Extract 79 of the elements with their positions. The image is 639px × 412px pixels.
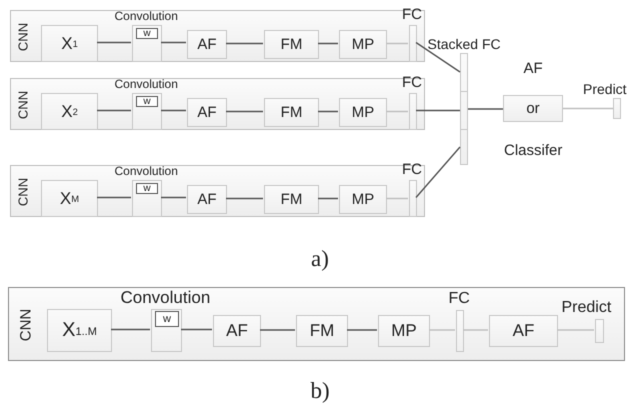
convolution-box xyxy=(132,93,162,130)
layer-box: FM xyxy=(296,315,348,347)
connector-line xyxy=(260,329,295,331)
layer-box: FM xyxy=(264,98,319,127)
connector-line xyxy=(318,42,338,44)
connector-line xyxy=(386,110,408,112)
output-bar xyxy=(613,98,621,119)
fc-bar xyxy=(409,180,417,217)
node-label: AF xyxy=(524,61,543,76)
cnn-panel xyxy=(10,78,425,130)
output-bar xyxy=(595,319,604,343)
layer-box: FM xyxy=(264,30,319,59)
fc-bar xyxy=(409,25,417,62)
node-label: Predict xyxy=(562,300,612,316)
fc-bar xyxy=(409,93,417,130)
node-label: Convolution xyxy=(114,10,178,22)
panel-caption: a) xyxy=(311,247,329,270)
node-label: Predict xyxy=(583,82,627,96)
cnn-panel xyxy=(10,10,425,62)
fc-bar xyxy=(456,310,464,352)
layer-box: AF xyxy=(213,315,261,347)
connector-line xyxy=(161,110,186,112)
connector-line xyxy=(416,110,460,112)
node-label: FC xyxy=(448,291,470,307)
connector-line xyxy=(226,42,263,44)
connector-line xyxy=(226,110,263,112)
node-label: FC xyxy=(402,7,422,22)
connector-line xyxy=(97,110,131,112)
weight-box: w xyxy=(155,311,179,327)
connector-line xyxy=(429,329,455,331)
connector-line xyxy=(161,196,186,198)
node-label: CNN xyxy=(16,90,30,120)
layer-box: FM xyxy=(264,185,319,214)
connector-line xyxy=(416,42,460,73)
layer-box: AF xyxy=(187,185,227,214)
weight-box: w xyxy=(136,96,158,107)
stacked-fc-bar xyxy=(460,53,468,165)
connector-line xyxy=(97,196,131,198)
connector-line xyxy=(468,108,503,110)
connector-line xyxy=(226,198,263,200)
connector-line xyxy=(563,108,613,110)
node-label: Convolution xyxy=(114,165,178,177)
connector-line xyxy=(318,110,338,112)
node-label: Convolution xyxy=(120,289,210,306)
cnn-panel xyxy=(8,287,625,361)
layer-box: AF xyxy=(489,315,558,347)
weight-box: w xyxy=(136,183,158,194)
layer-box: MP xyxy=(339,30,387,59)
node-label: FC xyxy=(402,75,422,90)
layer-box: AF xyxy=(187,30,227,59)
connector-line xyxy=(415,146,461,198)
convolution-box xyxy=(151,309,182,352)
layer-box: MP xyxy=(339,98,387,127)
connector-line xyxy=(97,42,131,44)
connector-line xyxy=(347,329,377,331)
connector-line xyxy=(386,42,408,44)
node-label: CNN xyxy=(18,308,34,342)
layer-box: MP xyxy=(378,315,430,347)
node-label: Convolution xyxy=(114,78,178,90)
layer-box: AF xyxy=(187,98,227,127)
layer-box: MP xyxy=(339,185,387,214)
node-label: FC xyxy=(402,162,422,177)
node-label: Classifer xyxy=(504,143,562,158)
classifier-box: or xyxy=(503,95,563,122)
connector-line xyxy=(161,42,186,44)
node-label: CNN xyxy=(16,22,30,52)
weight-box: w xyxy=(136,28,158,39)
connector-line xyxy=(318,198,338,200)
node-label: CNN xyxy=(16,178,30,206)
connector-line xyxy=(463,329,488,331)
connector-line xyxy=(386,198,408,200)
cnn-panel xyxy=(10,165,425,217)
panel-caption: b) xyxy=(310,379,330,402)
connector-line xyxy=(557,329,594,331)
convolution-box xyxy=(132,180,162,217)
convolution-box xyxy=(132,25,162,62)
connector-line xyxy=(181,328,212,330)
connector-line xyxy=(111,328,150,330)
node-label: Stacked FC xyxy=(428,37,501,51)
